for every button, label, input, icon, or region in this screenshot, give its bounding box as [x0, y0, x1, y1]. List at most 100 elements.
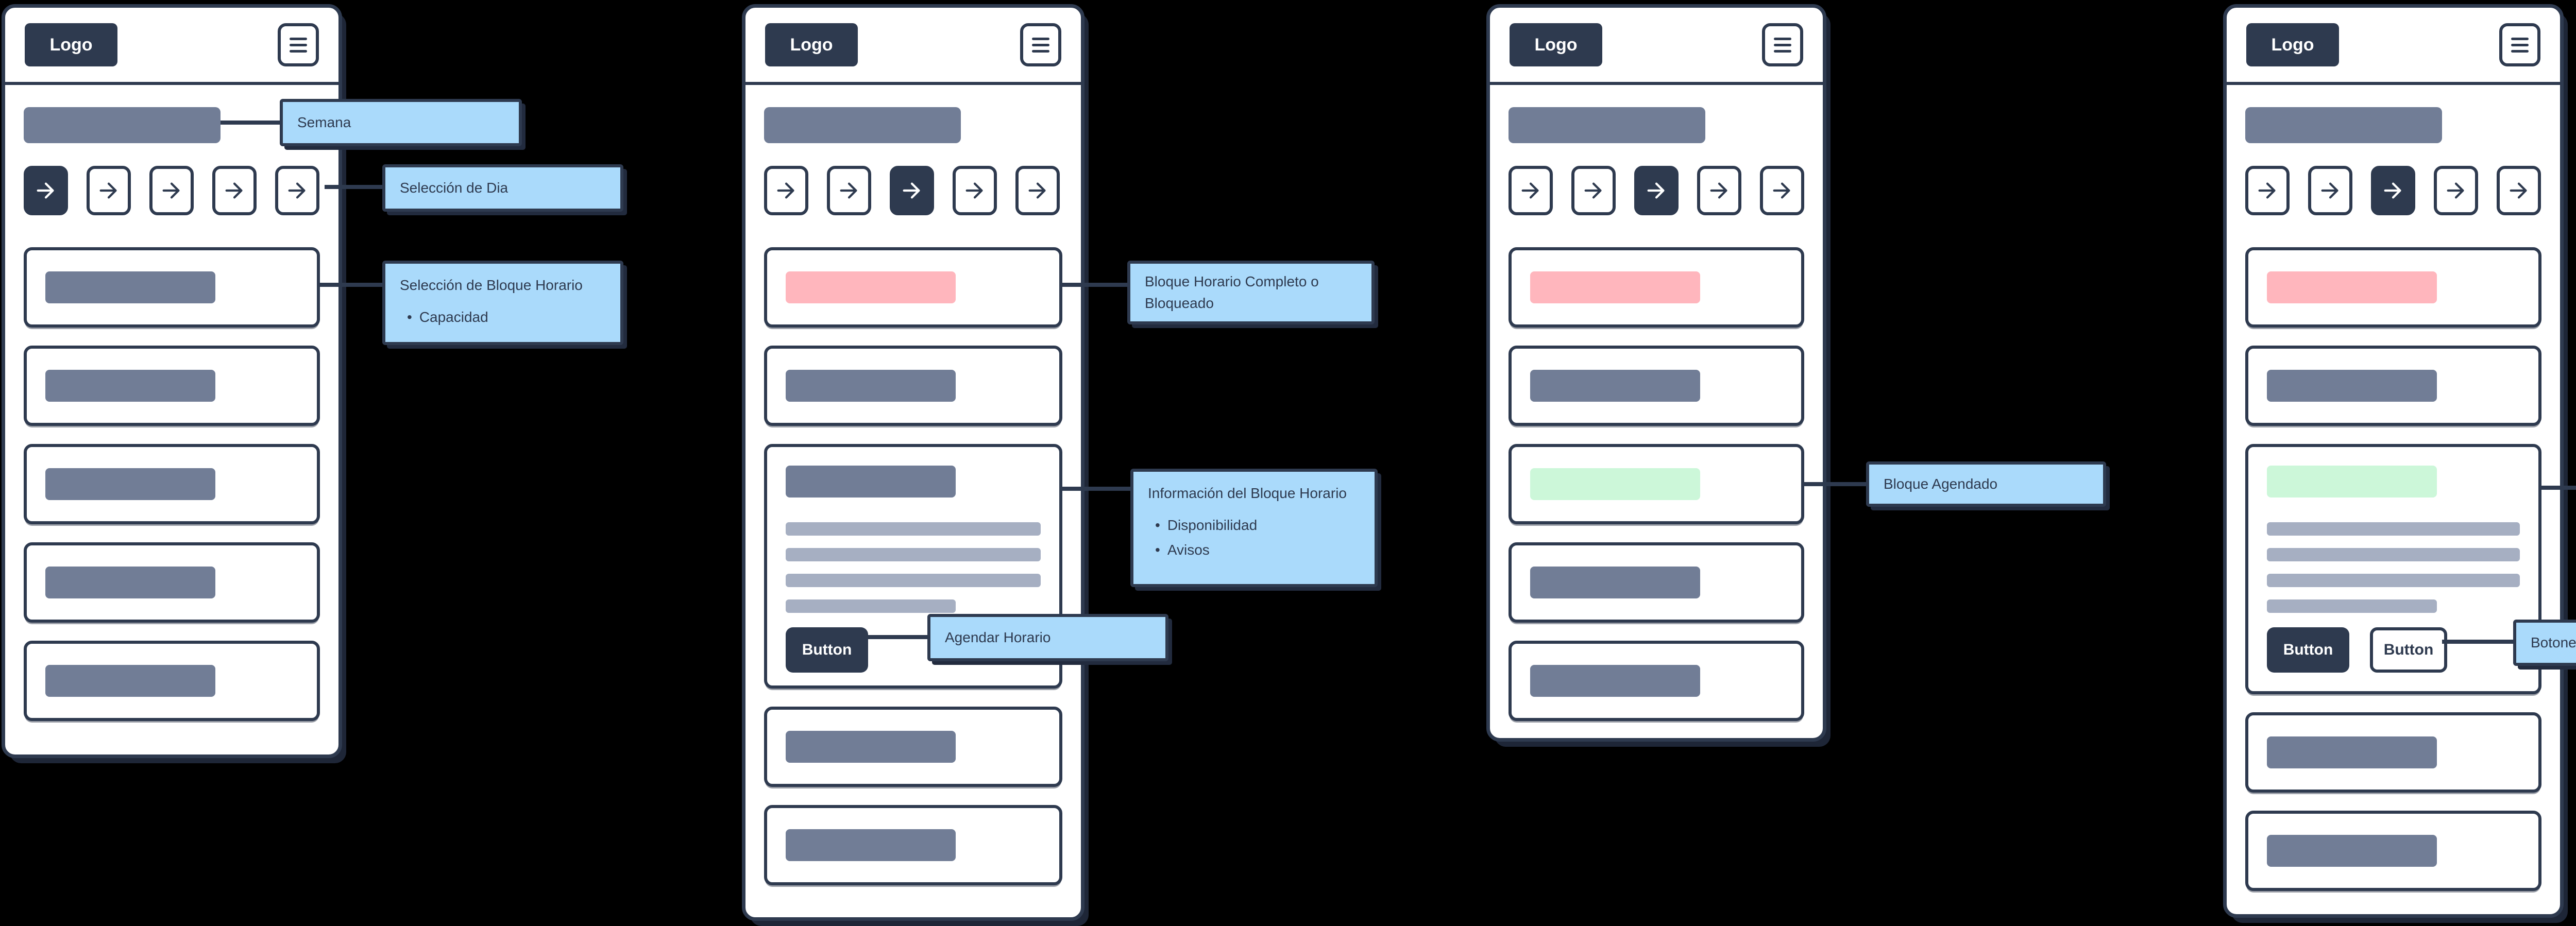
arrow-right-icon	[2258, 182, 2276, 199]
scheduled-block-detail-card[interactable]: Button Button	[2245, 444, 2541, 694]
day-selector-row	[2245, 166, 2541, 215]
day-button[interactable]	[149, 166, 194, 215]
time-block-bar	[786, 829, 956, 861]
annotation-label: Bloque Horario Completo o Bloqueado	[1145, 273, 1319, 311]
time-block-card[interactable]	[2245, 346, 2541, 426]
time-block-card[interactable]	[2245, 712, 2541, 793]
cancel-button-primary[interactable]: Button	[2267, 627, 2349, 673]
time-block-title-bar	[786, 466, 956, 498]
phone-mockup-4: Logo	[2223, 4, 2564, 918]
time-block-card[interactable]	[764, 707, 1062, 787]
phone-2-header: Logo	[745, 8, 1081, 85]
annotation-label: Agendar Horario	[945, 629, 1051, 645]
week-selector-bar[interactable]	[2245, 107, 2442, 143]
day-button[interactable]	[2245, 166, 2290, 215]
day-button[interactable]	[275, 166, 319, 215]
time-block-card[interactable]	[24, 444, 320, 524]
week-selector-bar[interactable]	[764, 107, 961, 143]
time-block-bar	[45, 271, 215, 303]
annotation-bullet-list: Disponibilidad Avisos	[1155, 517, 1360, 558]
connector-line	[863, 635, 931, 639]
arrow-right-icon	[1647, 182, 1665, 199]
week-selector-bar[interactable]	[1509, 107, 1705, 143]
time-block-card[interactable]	[24, 247, 320, 328]
connector-line	[1061, 283, 1131, 287]
time-block-card-blocked[interactable]	[764, 247, 1062, 328]
text-line	[2267, 574, 2520, 587]
menu-button[interactable]	[278, 23, 319, 66]
day-button[interactable]	[2497, 166, 2541, 215]
time-block-card[interactable]	[2245, 811, 2541, 891]
annotation-bullet: Capacidad	[407, 309, 606, 325]
logo-badge: Logo	[765, 23, 858, 66]
time-block-card[interactable]	[24, 346, 320, 426]
time-block-card-scheduled[interactable]	[1509, 444, 1804, 524]
menu-button[interactable]	[2499, 23, 2540, 66]
time-block-bar-blocked	[2267, 271, 2437, 303]
connector-line	[2539, 486, 2576, 490]
day-button[interactable]	[2308, 166, 2352, 215]
day-button[interactable]	[890, 166, 934, 215]
phone-mockup-3: Logo	[1486, 4, 1826, 742]
logo-badge: Logo	[2246, 23, 2339, 66]
phone-3-body	[1490, 107, 1823, 721]
time-block-card[interactable]	[1509, 346, 1804, 426]
time-block-bar	[1530, 665, 1700, 697]
schedule-button[interactable]: Button	[786, 627, 868, 673]
connector-line	[1802, 482, 1870, 486]
day-button[interactable]	[953, 166, 997, 215]
time-block-bar	[2267, 835, 2437, 867]
time-block-bar-scheduled	[1530, 468, 1700, 500]
arrow-right-icon	[1773, 182, 1790, 199]
annotation-label: Bloque Agendado	[1884, 476, 1998, 492]
time-block-card[interactable]	[764, 805, 1062, 885]
day-button[interactable]	[2371, 166, 2415, 215]
time-block-card[interactable]	[1509, 542, 1804, 623]
time-block-bar	[2267, 736, 2437, 768]
annotation-label: Botones Cancelar	[2531, 635, 2576, 650]
day-button[interactable]	[827, 166, 871, 215]
arrow-right-icon	[99, 182, 117, 199]
time-block-card-blocked[interactable]	[1509, 247, 1804, 328]
time-block-bar	[786, 370, 956, 402]
cancel-button-secondary[interactable]: Button	[2370, 627, 2447, 673]
time-block-card[interactable]	[24, 542, 320, 623]
day-button[interactable]	[764, 166, 808, 215]
menu-button[interactable]	[1020, 23, 1061, 66]
text-line	[786, 548, 1041, 561]
text-line	[2267, 522, 2520, 536]
day-button[interactable]	[1571, 166, 1616, 215]
day-button[interactable]	[1697, 166, 1741, 215]
time-block-list: Button Button	[2245, 247, 2541, 891]
day-button[interactable]	[1634, 166, 1679, 215]
day-button[interactable]	[1760, 166, 1804, 215]
day-button[interactable]	[2434, 166, 2478, 215]
connector-line	[318, 283, 386, 287]
time-block-bar	[45, 665, 215, 697]
arrow-right-icon	[1521, 182, 1539, 199]
time-block-bar	[1530, 370, 1700, 402]
day-button[interactable]	[1015, 166, 1060, 215]
annotation-semana: Semana	[280, 99, 522, 146]
week-selector-bar[interactable]	[24, 107, 221, 143]
day-button[interactable]	[24, 166, 68, 215]
day-button[interactable]	[212, 166, 257, 215]
phone-1-body	[5, 107, 338, 721]
time-block-card[interactable]	[1509, 641, 1804, 721]
logo-badge: Logo	[1510, 23, 1602, 66]
menu-button[interactable]	[1762, 23, 1803, 66]
annotation-bullet-list: Capacidad	[407, 309, 606, 325]
day-button[interactable]	[1509, 166, 1553, 215]
phone-mockup-2: Logo	[742, 4, 1084, 921]
time-block-bar	[45, 468, 215, 500]
annotation-seleccion-bloque: Selección de Bloque Horario Capacidad	[382, 261, 623, 345]
annotation-bullet: Avisos	[1155, 542, 1360, 558]
time-block-card[interactable]	[764, 346, 1062, 426]
arrow-right-icon	[2384, 182, 2401, 199]
text-line	[2267, 548, 2520, 561]
day-button[interactable]	[87, 166, 131, 215]
annotation-botones-cancelar: Botones Cancelar	[2513, 620, 2576, 666]
time-block-card-blocked[interactable]	[2245, 247, 2541, 328]
time-block-card[interactable]	[24, 641, 320, 721]
connector-line	[325, 185, 386, 189]
